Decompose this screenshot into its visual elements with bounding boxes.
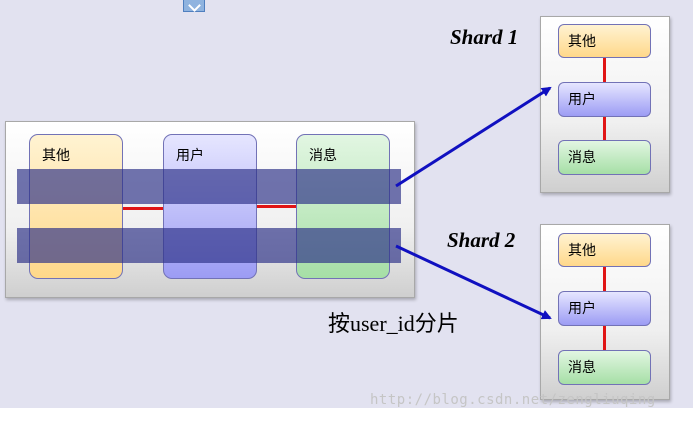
shard-2-table-message: 消息 [558,350,651,385]
table-other-label: 其他 [42,148,70,164]
sharding-caption: 按user_id分片 [328,311,459,336]
shard-2-table-message-label: 消息 [568,360,596,376]
shard-2-line-user-message [603,326,606,350]
shard-2-table-other-label: 其他 [568,243,596,259]
watermark: http://blog.csdn.net/zengliuqing [370,392,656,408]
shard-1-label: Shard 1 [450,25,518,50]
arrow-to-shard-2 [395,244,552,320]
link-icon [183,0,205,12]
shard-2-table-user: 用户 [558,291,651,326]
shard-1-table-message: 消息 [558,140,651,175]
table-user-label: 用户 [176,148,204,164]
shard-2-label-text: Shard 2 [447,228,516,252]
shard-1-table-other: 其他 [558,24,651,58]
shard-2-table-user-label: 用户 [568,301,596,317]
shard-2-table-other: 其他 [558,233,651,267]
shard-row-band-1 [17,169,401,204]
shard-1-label-text: Shard 1 [450,25,519,49]
shard-1-table-user-label: 用户 [568,92,596,108]
relation-line-other-user [123,207,163,210]
shard-1-line-user-message [603,117,606,140]
shard-1-table-user: 用户 [558,82,651,117]
shard-1-table-other-label: 其他 [568,34,596,50]
arrow-to-shard-1 [395,86,552,188]
shard-2-label: Shard 2 [447,228,515,253]
shard-1-table-message-label: 消息 [568,150,596,166]
shard-1-line-other-user [603,58,606,82]
shard-row-band-2 [17,228,401,263]
table-message-label: 消息 [309,148,337,164]
relation-line-user-message [257,205,296,208]
bottom-strip [0,408,693,422]
shard-2-line-other-user [603,267,606,291]
